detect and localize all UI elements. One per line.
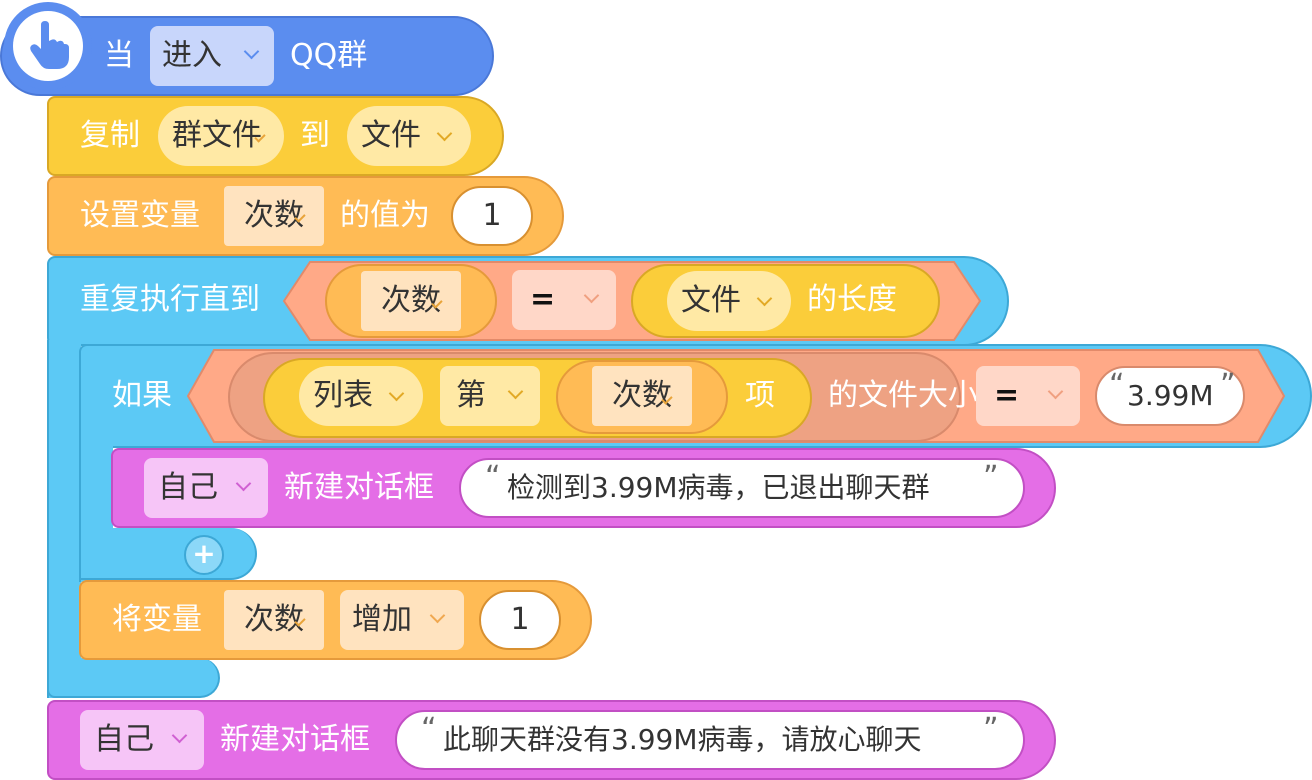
chevron-down-icon [388, 385, 405, 402]
list-name: 列表 [313, 378, 373, 413]
close-quote-icon: ” [983, 460, 999, 495]
copy-dest: 文件 [361, 118, 421, 153]
dialog-label: 新建对话框 [284, 470, 434, 505]
change-op-dropdown[interactable]: 增加 [340, 590, 464, 650]
repeat-operator-dropdown[interactable]: = [512, 270, 616, 330]
trigger-value: 进入 [162, 38, 222, 73]
add-block-button[interactable]: + [184, 535, 224, 575]
chevron-down-icon [756, 290, 773, 307]
set-variable-name[interactable]: 次数 [224, 186, 324, 246]
variable-name-text: 次数 [244, 198, 304, 233]
set-variable-value-label: 的值为 [340, 198, 430, 233]
hand-pointer-icon [30, 21, 69, 69]
change-variable-label: 将变量 [112, 602, 202, 637]
dialog-target-dropdown[interactable]: 自己 [80, 710, 204, 770]
chevron-down-icon [1047, 383, 1064, 400]
variable-name-text: 次数 [381, 283, 441, 318]
list-length-label: 的长度 [807, 282, 897, 317]
index-mode-dropdown[interactable]: 第 [440, 366, 540, 426]
index-var[interactable]: 次数 [592, 366, 692, 426]
trigger-dropdown[interactable]: 进入 [150, 26, 274, 86]
event-when-label: 当 [104, 38, 134, 73]
dialog-label: 新建对话框 [220, 722, 370, 757]
operator-value: = [530, 282, 556, 317]
chevron-down-icon [171, 727, 188, 744]
chevron-down-icon [507, 383, 524, 400]
open-quote-icon: “ [421, 712, 437, 747]
change-op: 增加 [352, 602, 412, 637]
close-quote-icon: ” [1220, 368, 1236, 403]
dialog-target: 自己 [94, 722, 154, 757]
dialog-target: 自己 [158, 470, 218, 505]
open-quote-icon: “ [1109, 368, 1125, 403]
chevron-down-icon [436, 125, 453, 142]
plus-icon: + [192, 537, 216, 570]
copy-source: 群文件 [172, 118, 262, 153]
dialog-message-input[interactable]: “ 检测到3.99M病毒，已退出聊天群 ” [459, 458, 1025, 518]
repeat-left-var[interactable]: 次数 [361, 271, 461, 331]
if-block-foot [79, 528, 257, 580]
index-mode: 第 [456, 378, 486, 413]
close-quote-icon: ” [983, 712, 999, 747]
chevron-down-icon [429, 607, 446, 624]
change-variable-name[interactable]: 次数 [224, 590, 324, 650]
copy-dest-dropdown[interactable]: 文件 [347, 106, 471, 166]
open-quote-icon: “ [485, 460, 501, 495]
file-size-label: 的文件大小 [828, 378, 978, 413]
copy-source-pill[interactable]: 群文件 [158, 106, 284, 166]
dialog-message: 检测到3.99M病毒，已退出聊天群 [507, 471, 930, 504]
repeat-until-label: 重复执行直到 [80, 282, 260, 317]
list-dropdown[interactable]: 列表 [299, 366, 423, 426]
variable-name-text: 次数 [612, 378, 672, 413]
dialog-target-dropdown[interactable]: 自己 [144, 458, 268, 518]
compare-value-input[interactable]: “ 3.99M ” [1095, 366, 1245, 426]
repeat-until-foot [47, 658, 220, 698]
copy-label: 复制 [80, 118, 140, 153]
if-label: 如果 [112, 378, 172, 413]
list-name-dropdown[interactable]: 文件 [667, 271, 791, 331]
event-icon-inner [13, 11, 83, 81]
chevron-down-icon [583, 287, 600, 304]
dialog-message: 此聊天群没有3.99M病毒，请放心聊天 [443, 723, 922, 756]
set-variable-value-input[interactable]: 1 [451, 186, 533, 246]
variable-name-text: 次数 [244, 602, 304, 637]
repeat-until-arm [47, 340, 81, 698]
event-target-label: QQ群 [290, 38, 368, 73]
list-name: 文件 [681, 283, 741, 318]
dialog-message-input[interactable]: “ 此聊天群没有3.99M病毒，请放心聊天 ” [395, 710, 1025, 770]
set-variable-label: 设置变量 [80, 198, 200, 233]
chevron-down-icon [235, 475, 252, 492]
item-label: 项 [745, 378, 775, 413]
operator-value: = [994, 378, 1020, 413]
if-operator-dropdown[interactable]: = [976, 366, 1080, 426]
compare-value: 3.99M [1127, 379, 1214, 412]
chevron-down-icon [243, 43, 260, 60]
copy-to-label: 到 [300, 118, 330, 153]
change-variable-value-input[interactable]: 1 [479, 590, 561, 650]
